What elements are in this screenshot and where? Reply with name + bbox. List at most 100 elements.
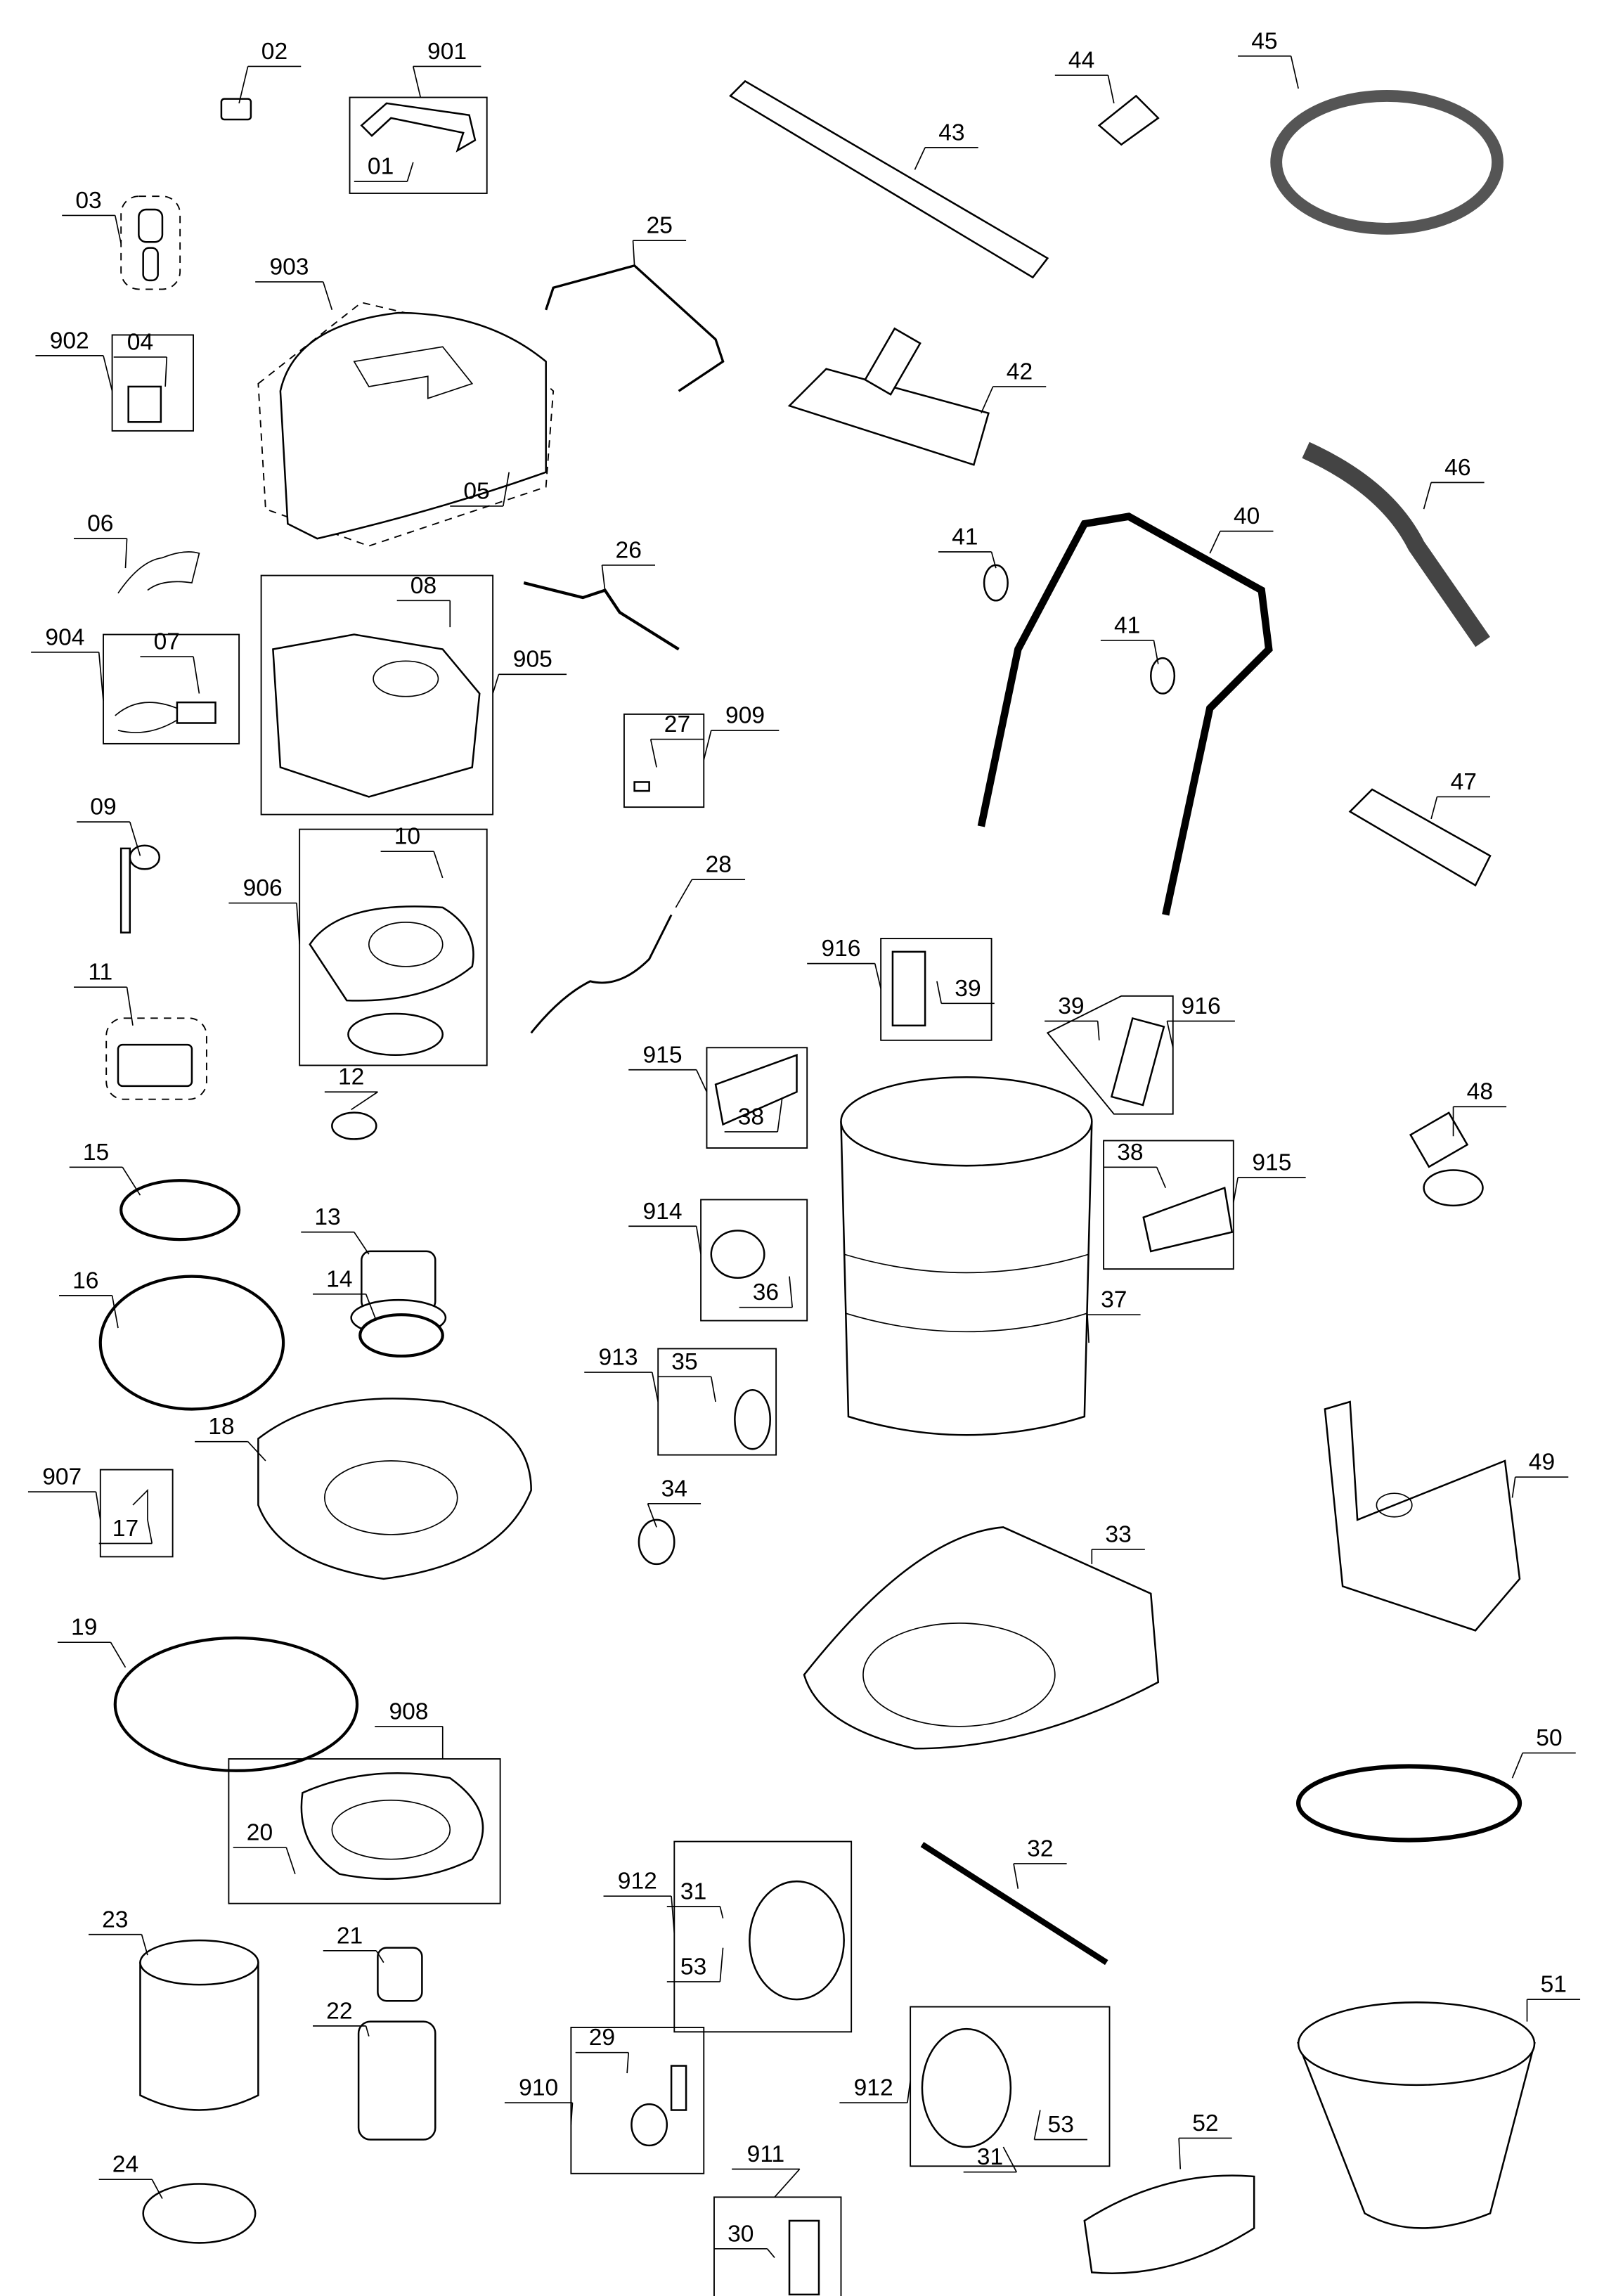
assembly-box	[623, 713, 705, 808]
leader-line	[963, 2146, 1017, 2173]
part-spring	[142, 247, 159, 282]
part-bent-tube	[1302, 441, 1490, 647]
callout-label: 02	[261, 39, 287, 65]
callout-label: 916	[1182, 993, 1221, 1019]
callout-label: 47	[1451, 769, 1477, 795]
callout-903: 903	[255, 254, 333, 311]
callout-label: 33	[1105, 1521, 1131, 1547]
callout-916: 916	[807, 936, 881, 989]
leader-line	[1100, 640, 1159, 664]
assembly-outline-916	[1046, 995, 1174, 1115]
leader-line	[74, 986, 134, 1026]
leader-line	[375, 1725, 444, 1759]
leader-line	[228, 902, 300, 945]
callout-label: 41	[1114, 612, 1140, 638]
callout-label: 05	[463, 478, 489, 504]
callout-label: 915	[1252, 1149, 1291, 1175]
callout-label: 03	[75, 188, 101, 214]
leader-line	[713, 2247, 775, 2258]
callout-label: 04	[127, 329, 153, 355]
callout-label: 19	[71, 1615, 97, 1641]
callout-label: 21	[337, 1923, 363, 1949]
callout-52: 52	[1178, 2110, 1232, 2169]
callout-label: 34	[661, 1476, 687, 1502]
callout-label: 44	[1068, 48, 1094, 74]
part-wheel	[749, 1880, 845, 2001]
leader-line	[27, 1491, 101, 1521]
part-floor-nozzle	[787, 368, 990, 466]
leader-line	[140, 656, 200, 694]
callout-label: 53	[1048, 2112, 1074, 2138]
part-knob	[138, 208, 164, 243]
callout-label: 35	[671, 1349, 697, 1375]
leader-line	[575, 2051, 630, 2074]
assembly-box	[910, 2006, 1111, 2167]
callout-label: 30	[728, 2221, 754, 2247]
callout-911: 911	[732, 2141, 801, 2198]
callout-label: 17	[112, 1516, 138, 1542]
leader-line	[1238, 55, 1299, 89]
leader-line	[89, 1933, 148, 1956]
callout-17: 17	[98, 1516, 153, 1544]
part-wheel-2	[921, 2027, 1012, 2148]
assembly-box	[673, 1840, 853, 2033]
leader-line	[914, 147, 978, 170]
callout-913: 913	[584, 1345, 659, 1402]
callout-905: 905	[492, 647, 567, 694]
callout-914: 914	[628, 1199, 701, 1255]
part-float-cylinder	[377, 1947, 423, 2002]
part-gasket-19	[113, 1636, 359, 1772]
leader-line	[195, 1440, 266, 1462]
part-handle-frame	[977, 512, 1273, 916]
callout-label: 18	[208, 1414, 234, 1440]
callout-05: 05	[450, 472, 510, 507]
part-gasket-14	[358, 1313, 444, 1358]
callout-label: 51	[1541, 1972, 1567, 1998]
leader-line	[301, 1231, 370, 1255]
part-trolley-base	[803, 1526, 1160, 1750]
callout-22: 22	[313, 1998, 370, 2037]
callout-915: 915	[1232, 1149, 1306, 1203]
leader-line	[233, 1847, 296, 1874]
callout-39: 39	[936, 976, 995, 1005]
leader-line	[649, 738, 704, 768]
callout-label: 23	[102, 1907, 128, 1933]
part-drain-cap	[638, 1518, 675, 1566]
callout-42: 42	[981, 359, 1047, 414]
leader-line	[936, 981, 995, 1005]
assembly-box	[713, 2196, 842, 2296]
leader-line	[35, 355, 113, 392]
leader-line	[380, 851, 444, 879]
callout-label: 28	[706, 851, 732, 877]
callout-label: 906	[243, 875, 283, 901]
part-filter-cage-cover	[300, 1772, 484, 1880]
leader-line	[31, 651, 104, 702]
callout-03: 03	[62, 188, 122, 244]
part-gasket-15	[119, 1179, 241, 1241]
callout-32: 32	[1013, 1836, 1067, 1889]
leader-line	[724, 1099, 783, 1133]
part-castor	[631, 2103, 668, 2147]
callout-label: 53	[680, 1954, 706, 1980]
callout-34: 34	[647, 1476, 701, 1528]
part-cable	[117, 551, 200, 594]
callout-07: 07	[140, 629, 200, 694]
part-capacitor	[127, 385, 162, 423]
callout-label: 38	[1117, 1140, 1143, 1166]
callout-04: 04	[113, 329, 168, 387]
callout-45: 45	[1238, 28, 1299, 89]
callout-908: 908	[375, 1698, 444, 1759]
leader-line	[628, 1225, 701, 1255]
callout-label: 915	[642, 1042, 682, 1068]
callout-label: 43	[938, 120, 964, 146]
part-bearing	[331, 1111, 377, 1140]
callout-21: 21	[323, 1923, 384, 1963]
part-dust-bag	[1324, 1400, 1521, 1632]
callout-label: 16	[72, 1268, 98, 1294]
callout-label: 45	[1251, 28, 1277, 54]
part-knob-41b	[1150, 657, 1176, 695]
callout-label: 49	[1529, 1450, 1555, 1476]
leader-line	[1104, 1166, 1167, 1189]
callout-label: 907	[42, 1464, 82, 1490]
callout-12: 12	[324, 1064, 378, 1111]
